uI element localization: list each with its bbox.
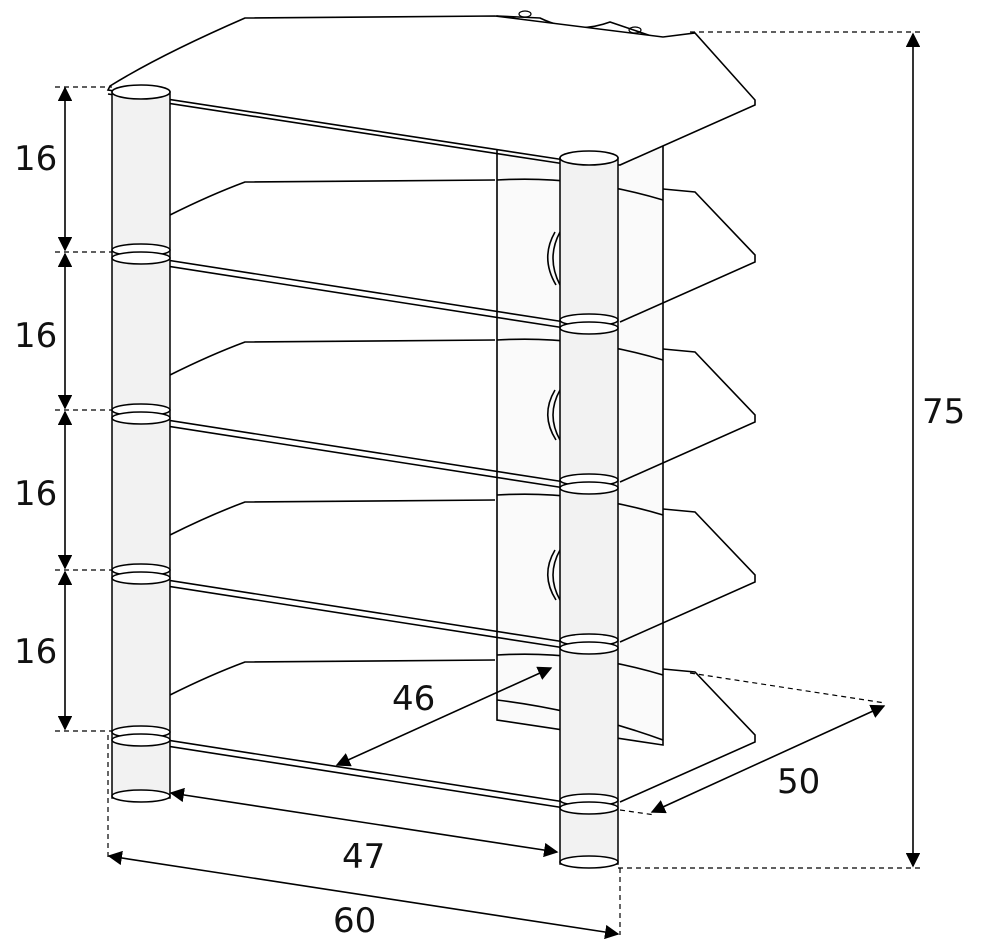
- shelf-top: [106, 15, 756, 166]
- spacing-label-4: 16: [14, 632, 57, 672]
- shelf-2: [114, 179, 756, 329]
- left-post: [111, 84, 171, 803]
- diagonal-depth-arrow: [335, 666, 553, 767]
- inner-width-arrow: [169, 787, 559, 858]
- depth-label: 50: [777, 762, 820, 802]
- spacing-label-2: 16: [14, 316, 57, 356]
- shelf-4: [114, 499, 756, 649]
- diagonal-depth-label: 46: [392, 679, 435, 719]
- depth-arrow: [650, 704, 886, 814]
- outer-width-arrow: [107, 850, 620, 940]
- spacing-label-1: 16: [14, 139, 57, 179]
- shelf-3: [114, 339, 756, 489]
- right-post: [559, 150, 619, 869]
- outer-width-label: 60: [333, 901, 376, 941]
- inner-width-label: 47: [342, 837, 385, 877]
- spacing-label-3: 16: [14, 474, 57, 514]
- total-height-label: 75: [922, 392, 965, 432]
